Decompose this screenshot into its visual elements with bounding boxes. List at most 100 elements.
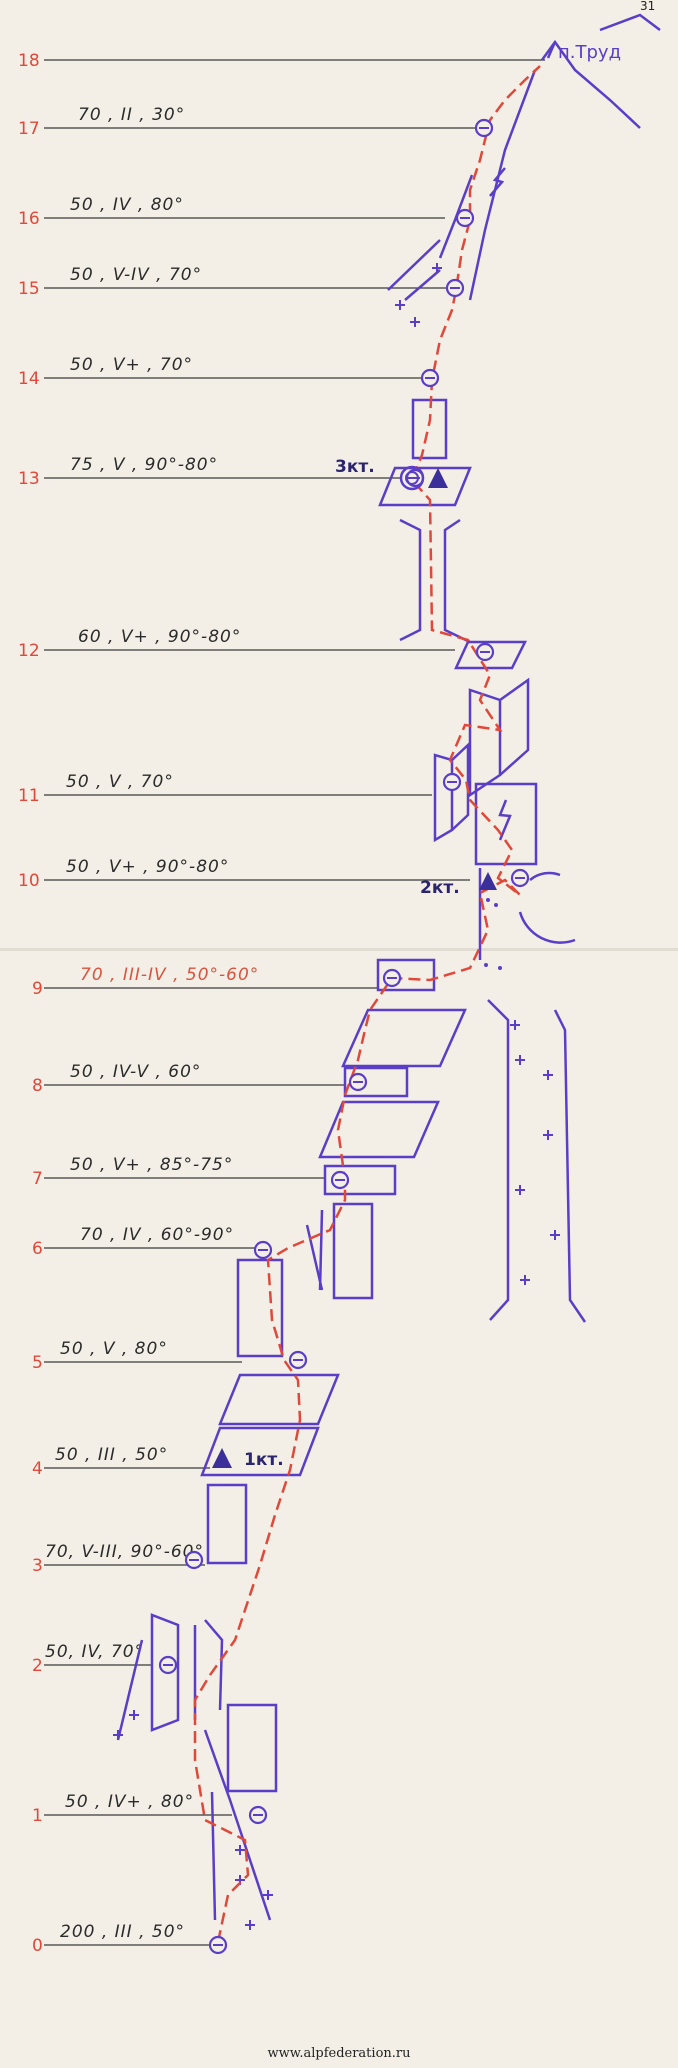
pitch-number: 0 <box>32 1936 43 1956</box>
anchor-1-marker: 1кт. <box>212 1448 284 1470</box>
pitch-description: 50 , IV-V , 60° <box>70 1062 201 1082</box>
paper-fold <box>0 948 678 951</box>
pitch-row: 7 50 , V+ , 85°-75° <box>32 1155 325 1189</box>
anchor-3-marker: 3кт. <box>335 457 448 491</box>
pitch-row: 13 75 , V , 90°-80° <box>18 455 400 489</box>
grass-plus-mark <box>550 1230 560 1240</box>
piton-icon <box>474 118 494 138</box>
pitch-row: 850 , IV-V , 60° <box>32 1062 345 1096</box>
anchor-3-label: 3кт. <box>335 457 375 477</box>
anchor-1-label: 1кт. <box>244 1450 284 1470</box>
pitch-description: 50 , V , 70° <box>66 772 174 792</box>
pitch-description: 50 , IV , 80° <box>70 195 184 215</box>
pitch-description: 50 , V-IV , 70° <box>70 265 202 285</box>
grass-plus-mark <box>515 1185 525 1195</box>
pitch-number: 4 <box>32 1459 43 1479</box>
piton-icon <box>445 278 465 298</box>
pitch-number: 17 <box>18 119 40 139</box>
piton-icon <box>348 1072 368 1092</box>
piton-icon <box>382 968 402 988</box>
pitch-row: 6 70 , IV , 60°-90° <box>32 1225 255 1259</box>
pitch-number: 18 <box>18 51 40 71</box>
pitch-description: 70 , III-IV , 50°-60° <box>80 965 259 985</box>
pitch-number: 2 <box>32 1656 43 1676</box>
pitch-row: 16 50 , IV , 80° <box>18 195 445 229</box>
pitch-description: 75 , V , 90°-80° <box>70 455 218 475</box>
pitch-number: 1 <box>32 1806 43 1826</box>
pitch-row: 15 50 , V-IV , 70° <box>18 265 450 299</box>
rock-dots <box>484 898 502 970</box>
pitch-row: 14 50 , V+ , 70° <box>18 355 430 389</box>
grass-plus-mark <box>410 317 420 327</box>
page-corner-number: 31 <box>640 0 655 13</box>
grass-plus-mark <box>510 1020 520 1030</box>
piton-icon <box>442 772 462 792</box>
pitch-row: 9 70 , III-IV , 50°-60° <box>32 965 378 999</box>
grass-plus-mark <box>113 1730 123 1740</box>
pitch-description: 70, V-III, 90°-60° <box>45 1542 204 1562</box>
piton-icon <box>158 1655 178 1675</box>
rock-features <box>116 69 587 1921</box>
grass-plus-mark <box>235 1845 245 1855</box>
pitch-row: 250, IV, 70° <box>32 1642 152 1676</box>
pitch-number: 10 <box>18 871 40 891</box>
pitch-number: 14 <box>18 369 40 389</box>
summit-label: п.Труд <box>558 42 621 63</box>
pitch-number: 16 <box>18 209 40 229</box>
piton-icon <box>253 1240 273 1260</box>
pitch-number: 3 <box>32 1556 43 1576</box>
pitch-number: 12 <box>18 641 40 661</box>
piton-icon <box>288 1350 308 1370</box>
summit-ridge <box>540 13 661 129</box>
grass-plus-mark <box>395 300 405 310</box>
grass-marks <box>113 263 560 1930</box>
grass-plus-mark <box>515 1055 525 1065</box>
pitch-number: 6 <box>32 1239 43 1259</box>
pitch-description: 70 , II , 30° <box>78 105 185 125</box>
pitch-row: 1 50 , IV+ , 80° <box>32 1792 232 1826</box>
pitch-description: 70 , IV , 60°-90° <box>80 1225 234 1245</box>
anchor-2-marker: 2кт. <box>420 872 497 898</box>
piton-icon <box>248 1805 268 1825</box>
pitch-number: 5 <box>32 1353 43 1373</box>
pitch-number: 9 <box>32 979 43 999</box>
pitch-description: 50 , IV+ , 80° <box>65 1792 194 1812</box>
piton-icon <box>510 868 530 888</box>
pitch-description: 50 , V+ , 85°-75° <box>70 1155 233 1175</box>
pitch-description: 50 , V , 80° <box>60 1339 168 1359</box>
source-watermark: www.alpfederation.ru <box>267 2046 411 2061</box>
piton-icon <box>184 1550 204 1570</box>
pitch-row: 4 50 , III , 50° <box>32 1445 210 1479</box>
grass-plus-mark <box>543 1130 553 1140</box>
pitch-description: 50, IV, 70° <box>45 1642 144 1662</box>
pitch-row: 12 60 , V+ , 90°-80° <box>18 627 455 661</box>
grass-plus-mark <box>543 1070 553 1080</box>
pitch-row: 18 <box>18 51 545 71</box>
pitch-row: 11 50 , V , 70° <box>18 772 432 806</box>
pitch-number: 13 <box>18 469 40 489</box>
pitch-number: 15 <box>18 279 40 299</box>
grass-plus-mark <box>245 1920 255 1930</box>
grass-plus-mark <box>263 1890 273 1900</box>
anchor-2-label: 2кт. <box>420 878 460 898</box>
pitch-row: 10 50 , V+ , 90°-80° <box>18 857 470 891</box>
piton-icon <box>475 642 495 662</box>
pitch-description: 60 , V+ , 90°-80° <box>78 627 241 647</box>
piton-icon <box>420 368 440 388</box>
grass-plus-mark <box>520 1275 530 1285</box>
piton-icon <box>330 1170 350 1190</box>
pitch-row: 5 50 , V , 80° <box>32 1339 242 1373</box>
piton-icon <box>208 1935 228 1955</box>
pitch-description: 50 , V+ , 90°-80° <box>66 857 229 877</box>
pitch-number: 11 <box>18 786 40 806</box>
grass-plus-mark <box>129 1710 139 1720</box>
piton-icon <box>455 208 475 228</box>
pitch-description: 50 , III , 50° <box>55 1445 168 1465</box>
grass-plus-mark <box>432 263 442 273</box>
pitch-description: 50 , V+ , 70° <box>70 355 193 375</box>
pitch-number: 7 <box>32 1169 43 1189</box>
route-line <box>193 65 541 1943</box>
